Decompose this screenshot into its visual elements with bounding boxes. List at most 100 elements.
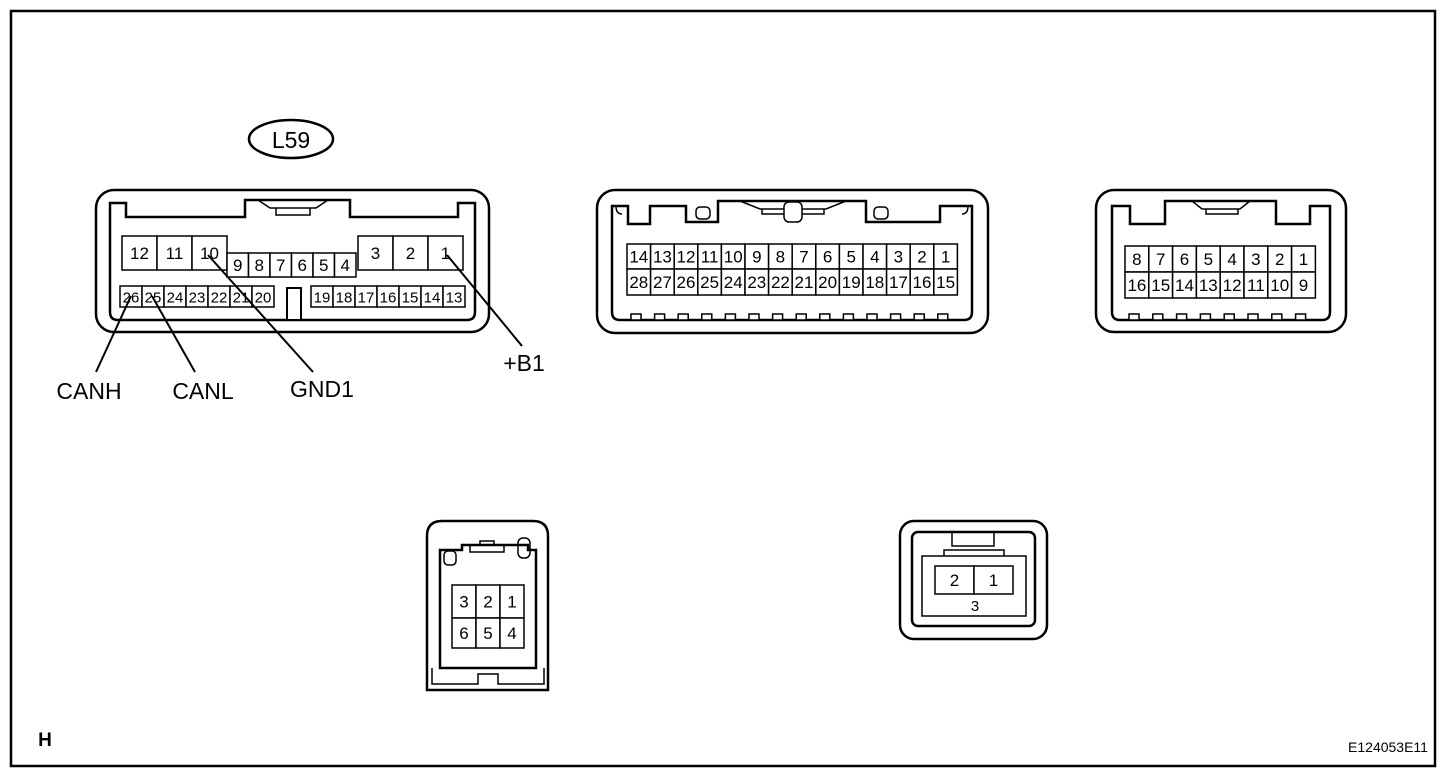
pin-number: 9 xyxy=(233,256,242,275)
housing-tooth xyxy=(1223,313,1235,321)
pin-number: 2 xyxy=(917,248,926,267)
pin-number: 21 xyxy=(795,273,814,292)
pin-number: 10 xyxy=(200,244,219,263)
l59-housing-outer xyxy=(94,188,491,334)
label-b1: +B1 xyxy=(503,350,545,376)
pin-number: 28 xyxy=(629,273,648,292)
pin-number: 1 xyxy=(989,571,998,590)
pin-number: 13 xyxy=(653,248,672,267)
label-canl: CANL xyxy=(172,378,234,404)
pin-number: 6 xyxy=(459,624,468,643)
pin-number: 4 xyxy=(507,624,516,643)
pin-cell xyxy=(973,565,1014,595)
label-canh: CANH xyxy=(56,378,121,404)
pin-number: 5 xyxy=(1204,250,1213,269)
housing-tooth xyxy=(653,313,666,321)
pin-number: 4 xyxy=(870,248,879,267)
pin-number: 6 xyxy=(1180,250,1189,269)
pin-number: 12 xyxy=(130,244,149,263)
pin-cell xyxy=(499,617,525,649)
pin-number: 4 xyxy=(341,256,350,275)
housing-tooth xyxy=(1199,313,1212,321)
l59-key-slot xyxy=(286,287,302,321)
c6-housing-outer xyxy=(425,519,550,692)
l59-housing-inner xyxy=(108,198,477,322)
pin-number: 3 xyxy=(371,244,380,263)
pin-number: 3 xyxy=(894,248,903,267)
c3-latch xyxy=(943,532,1005,556)
leader-canl xyxy=(151,295,196,373)
pin-number: 24 xyxy=(167,290,184,307)
pin-number: 11 xyxy=(701,248,719,267)
pin-number: 24 xyxy=(724,273,743,292)
pin-number: 8 xyxy=(776,248,785,267)
pin-number: 17 xyxy=(358,290,375,307)
pin-number: 6 xyxy=(298,256,307,275)
pin-number: 3 xyxy=(1251,250,1260,269)
housing-tooth xyxy=(1271,313,1283,321)
housing-tooth xyxy=(889,313,902,321)
pin-number: 12 xyxy=(677,248,696,267)
pin-cell xyxy=(392,235,429,271)
pin-number: 25 xyxy=(700,273,719,292)
pin-number: 23 xyxy=(747,273,766,292)
pin-number: 22 xyxy=(771,273,790,292)
pin-number: 18 xyxy=(865,273,884,292)
pin-number: 3 xyxy=(459,593,468,612)
pin-number: 10 xyxy=(1270,276,1289,295)
pin-number: 13 xyxy=(446,290,463,307)
housing-tooth xyxy=(937,313,949,321)
pin-number: 15 xyxy=(1151,276,1170,295)
leader-b1 xyxy=(446,254,523,347)
pin-cell xyxy=(121,235,158,271)
c28-housing-outer xyxy=(595,188,990,335)
c28-tab-right xyxy=(873,206,889,220)
housing-tooth xyxy=(748,313,760,321)
pin-number: 15 xyxy=(402,290,419,307)
pin-number: 1 xyxy=(941,248,950,267)
corner-letter: H xyxy=(38,730,52,751)
pin-cell xyxy=(451,617,477,649)
pin-number: 7 xyxy=(276,256,285,275)
pin-cell xyxy=(475,617,501,649)
housing-tooth xyxy=(795,313,807,321)
housing-tooth xyxy=(1294,313,1307,321)
pin-cell xyxy=(442,285,466,308)
housing-tooth xyxy=(1175,313,1188,321)
housing-tooth xyxy=(771,313,784,321)
pin-cell xyxy=(427,235,464,271)
pin-number: 22 xyxy=(211,290,228,307)
pin-number: 20 xyxy=(818,273,837,292)
pin-cell xyxy=(1290,271,1317,299)
pin-cell xyxy=(333,252,357,278)
figure-code: E124053E11 xyxy=(1348,739,1428,755)
connector-id-label: L59 xyxy=(272,127,310,153)
c6-tab-right xyxy=(517,537,531,559)
housing-tooth xyxy=(1247,313,1259,321)
pin-number: 19 xyxy=(314,290,331,307)
housing-tooth xyxy=(724,313,737,321)
pin-number: 21 xyxy=(233,290,250,307)
pin-cell xyxy=(451,584,477,619)
c28-latch-rails xyxy=(739,200,847,215)
pin-number: 5 xyxy=(846,248,855,267)
pin-number: 27 xyxy=(653,273,672,292)
l59-latch xyxy=(257,199,329,216)
c3-housing-outer xyxy=(898,519,1049,641)
c6-tab-left xyxy=(443,550,457,566)
pin-number: 16 xyxy=(380,290,397,307)
pin-number: 8 xyxy=(255,256,264,275)
pin-number: 5 xyxy=(483,624,492,643)
pin-cell xyxy=(499,584,525,619)
c3-pin-bottom: 3 xyxy=(971,598,979,615)
pin-number: 20 xyxy=(255,290,272,307)
